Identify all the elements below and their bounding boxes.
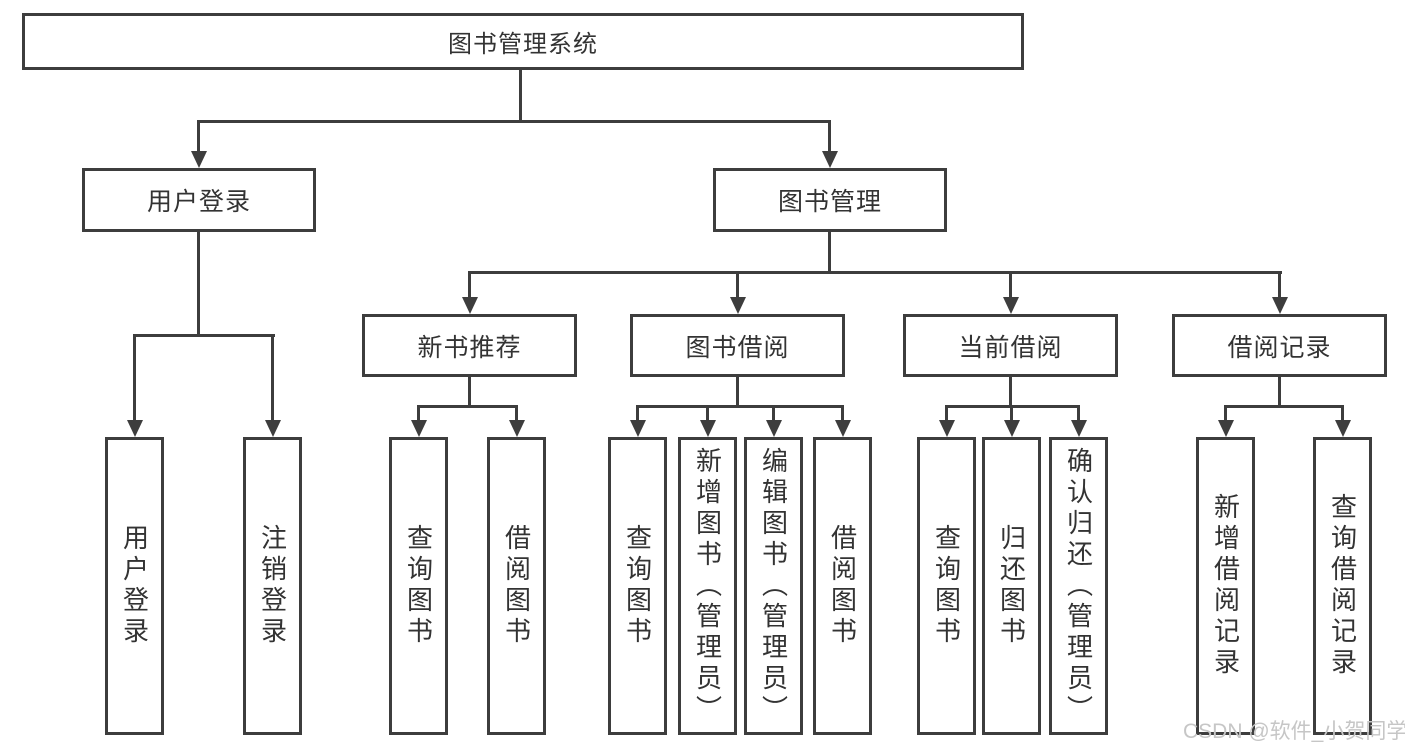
- node-root: 图书管理系统: [22, 13, 1024, 70]
- connector-line: [772, 405, 775, 423]
- connector-line: [736, 377, 739, 407]
- connector-line: [197, 232, 200, 336]
- connector-line: [417, 405, 518, 408]
- connector-arrowhead-down: [699, 420, 716, 437]
- connector-line: [1077, 405, 1080, 423]
- leaf-add-borrow-record: 新增借阅记录: [1196, 437, 1255, 735]
- leaf-query-books-new: 查询图书: [389, 437, 448, 735]
- connector-arrowhead-down: [1002, 297, 1019, 314]
- leaf-edit-books-admin: 编辑图书（管理员）: [744, 437, 803, 735]
- connector-arrowhead-down: [1217, 420, 1234, 437]
- connector-line: [1278, 377, 1281, 407]
- node-book-borrowing: 图书借阅: [630, 314, 845, 377]
- leaf-query-books-current: 查询图书: [917, 437, 976, 735]
- leaf-user-login: 用户登录: [105, 437, 164, 735]
- node-book-management: 图书管理: [713, 168, 947, 232]
- connector-arrowhead-down: [1271, 297, 1288, 314]
- connector-line: [468, 377, 471, 407]
- connector-arrowhead-down: [264, 420, 281, 437]
- node-user-login-label: 用户登录: [146, 188, 251, 216]
- connector-line: [468, 271, 471, 299]
- connector-line: [515, 405, 518, 423]
- connector-line: [1224, 405, 1227, 423]
- watermark: CSDN @软件_小贺同学: [1183, 720, 1405, 743]
- leaf-query-borrow-record: 查询借阅记录: [1313, 437, 1372, 735]
- connector-line: [828, 232, 831, 274]
- connector-line: [1278, 271, 1281, 299]
- connector-arrowhead-down: [126, 420, 143, 437]
- leaf-confirm-return-admin: 确认归还（管理员）: [1049, 437, 1108, 735]
- connector-arrowhead-down: [190, 151, 207, 168]
- connector-arrowhead-down: [1334, 420, 1351, 437]
- node-borrowing-records-label: 借阅记录: [1227, 333, 1332, 362]
- connector-line: [271, 334, 274, 422]
- connector-line: [636, 405, 639, 423]
- node-root-label: 图书管理系统: [448, 31, 598, 58]
- connector-line: [841, 405, 844, 423]
- node-new-book-recommend-label: 新书推荐: [417, 333, 522, 362]
- connector-line: [828, 120, 831, 154]
- node-borrowing-records: 借阅记录: [1172, 314, 1387, 377]
- connector-line: [636, 405, 844, 408]
- connector-arrowhead-down: [508, 420, 525, 437]
- connector-line: [1224, 405, 1344, 408]
- node-book-borrowing-label: 图书借阅: [685, 333, 790, 362]
- connector-arrowhead-down: [1070, 420, 1087, 437]
- connector-line: [468, 271, 1282, 274]
- leaf-add-books-admin: 新增图书（管理员）: [678, 437, 737, 735]
- node-new-book-recommend: 新书推荐: [362, 314, 577, 377]
- node-current-borrowing: 当前借阅: [903, 314, 1118, 377]
- leaf-return-books: 归还图书: [982, 437, 1041, 735]
- connector-arrowhead-down: [629, 420, 646, 437]
- connector-arrowhead-down: [1003, 420, 1020, 437]
- node-user-login: 用户登录: [82, 168, 316, 232]
- connector-arrowhead-down: [938, 420, 955, 437]
- connector-arrowhead-down: [410, 420, 427, 437]
- connector-line: [197, 120, 200, 154]
- connector-arrowhead-down: [834, 420, 851, 437]
- connector-line: [133, 334, 275, 337]
- connector-line: [1009, 271, 1012, 299]
- connector-line: [133, 334, 136, 422]
- connector-arrowhead-down: [729, 297, 746, 314]
- connector-line: [417, 405, 420, 423]
- connector-line: [706, 405, 709, 423]
- leaf-borrow-books: 借阅图书: [813, 437, 872, 735]
- connector-arrowhead-down: [461, 297, 478, 314]
- leaf-query-books-borrow: 查询图书: [608, 437, 667, 735]
- node-current-borrowing-label: 当前借阅: [958, 333, 1063, 362]
- connector-arrowhead-down: [765, 420, 782, 437]
- connector-line: [736, 271, 739, 299]
- connector-line: [197, 120, 831, 123]
- connector-line: [945, 405, 948, 423]
- node-book-management-label: 图书管理: [777, 188, 882, 216]
- connector-line: [1010, 405, 1013, 423]
- leaf-borrow-books-new: 借阅图书: [487, 437, 546, 735]
- connector-line: [1009, 377, 1012, 407]
- connector-line: [1341, 405, 1344, 423]
- leaf-logout: 注销登录: [243, 437, 302, 735]
- connector-line: [519, 70, 522, 122]
- connector-arrowhead-down: [822, 151, 838, 168]
